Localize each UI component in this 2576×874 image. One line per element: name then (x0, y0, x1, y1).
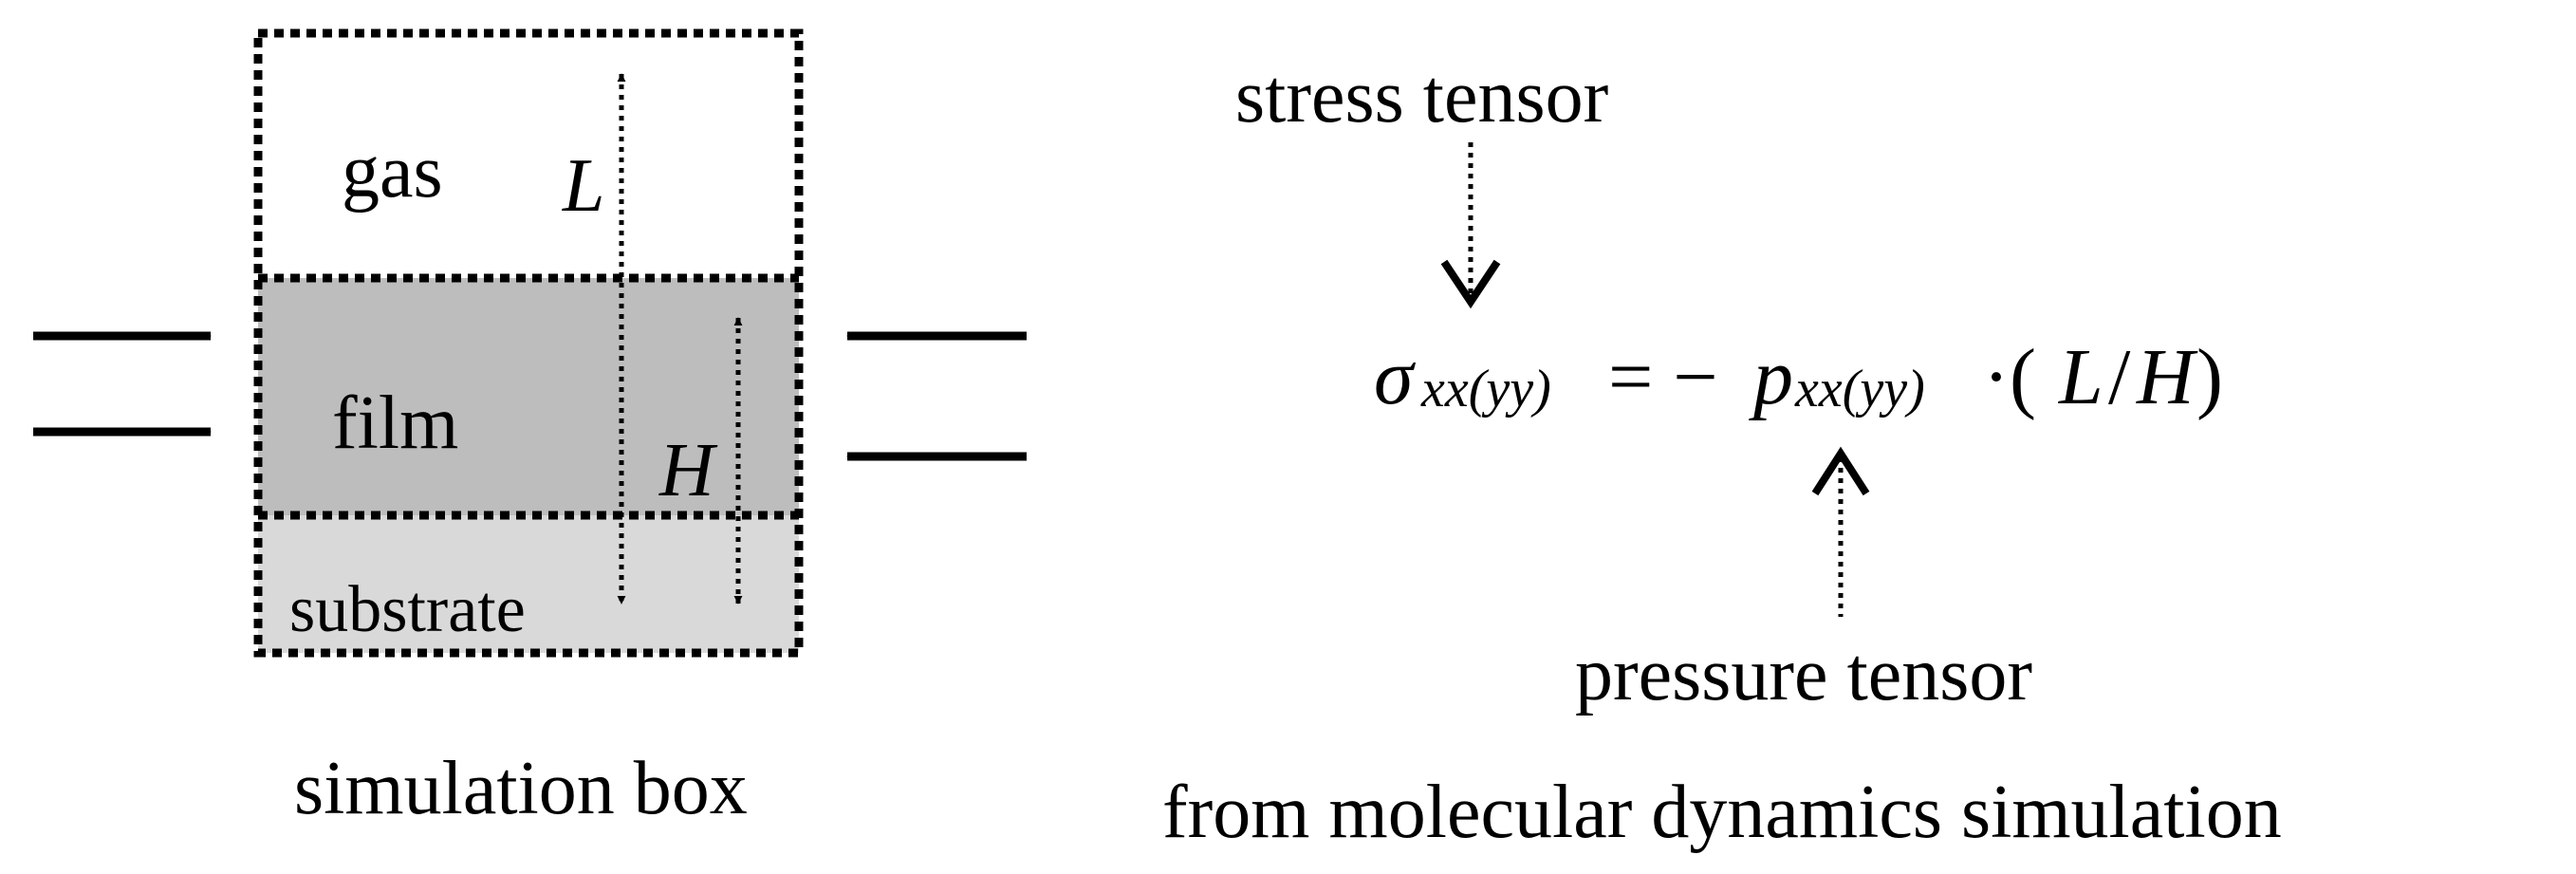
md-simulation-label: from molecular dynamics simulation (1162, 771, 2282, 854)
equals-minus: = − (1608, 333, 1718, 421)
stress-pointer-head (1440, 259, 1501, 309)
p-symbol: p (1749, 333, 1793, 421)
p-subscript: xx(yy) (1794, 360, 1925, 418)
substrate-label: substrate (289, 573, 526, 646)
film-label: film (332, 381, 458, 465)
pressure-pointer-head (1811, 446, 1870, 496)
eq-H: H (2136, 333, 2198, 421)
eq-L: L (2058, 333, 2103, 421)
film-layer (258, 278, 799, 515)
sigma-symbol: σ (1374, 333, 1417, 421)
substrate-layer (258, 515, 799, 653)
simulation-box-outline (253, 28, 804, 658)
dot-open-paren: ·( (1983, 333, 2036, 421)
sigma-subscript: xx(yy) (1420, 360, 1551, 418)
simulation-box-caption: simulation box (294, 747, 748, 830)
eq-slash: / (2108, 333, 2131, 421)
dimension-arrows (617, 73, 743, 604)
pressure-tensor-label: pressure tensor (1575, 633, 2032, 716)
eq-close-paren: ) (2196, 333, 2223, 421)
L-label: L (562, 144, 605, 228)
compression-arrows (33, 331, 1027, 461)
stress-tensor-label: stress tensor (1235, 55, 1608, 139)
H-label: H (658, 429, 718, 512)
stress-equation: σ xx(yy) = − p xx(yy) ·( L / H ) (1374, 333, 2223, 421)
gas-label: gas (342, 130, 443, 214)
